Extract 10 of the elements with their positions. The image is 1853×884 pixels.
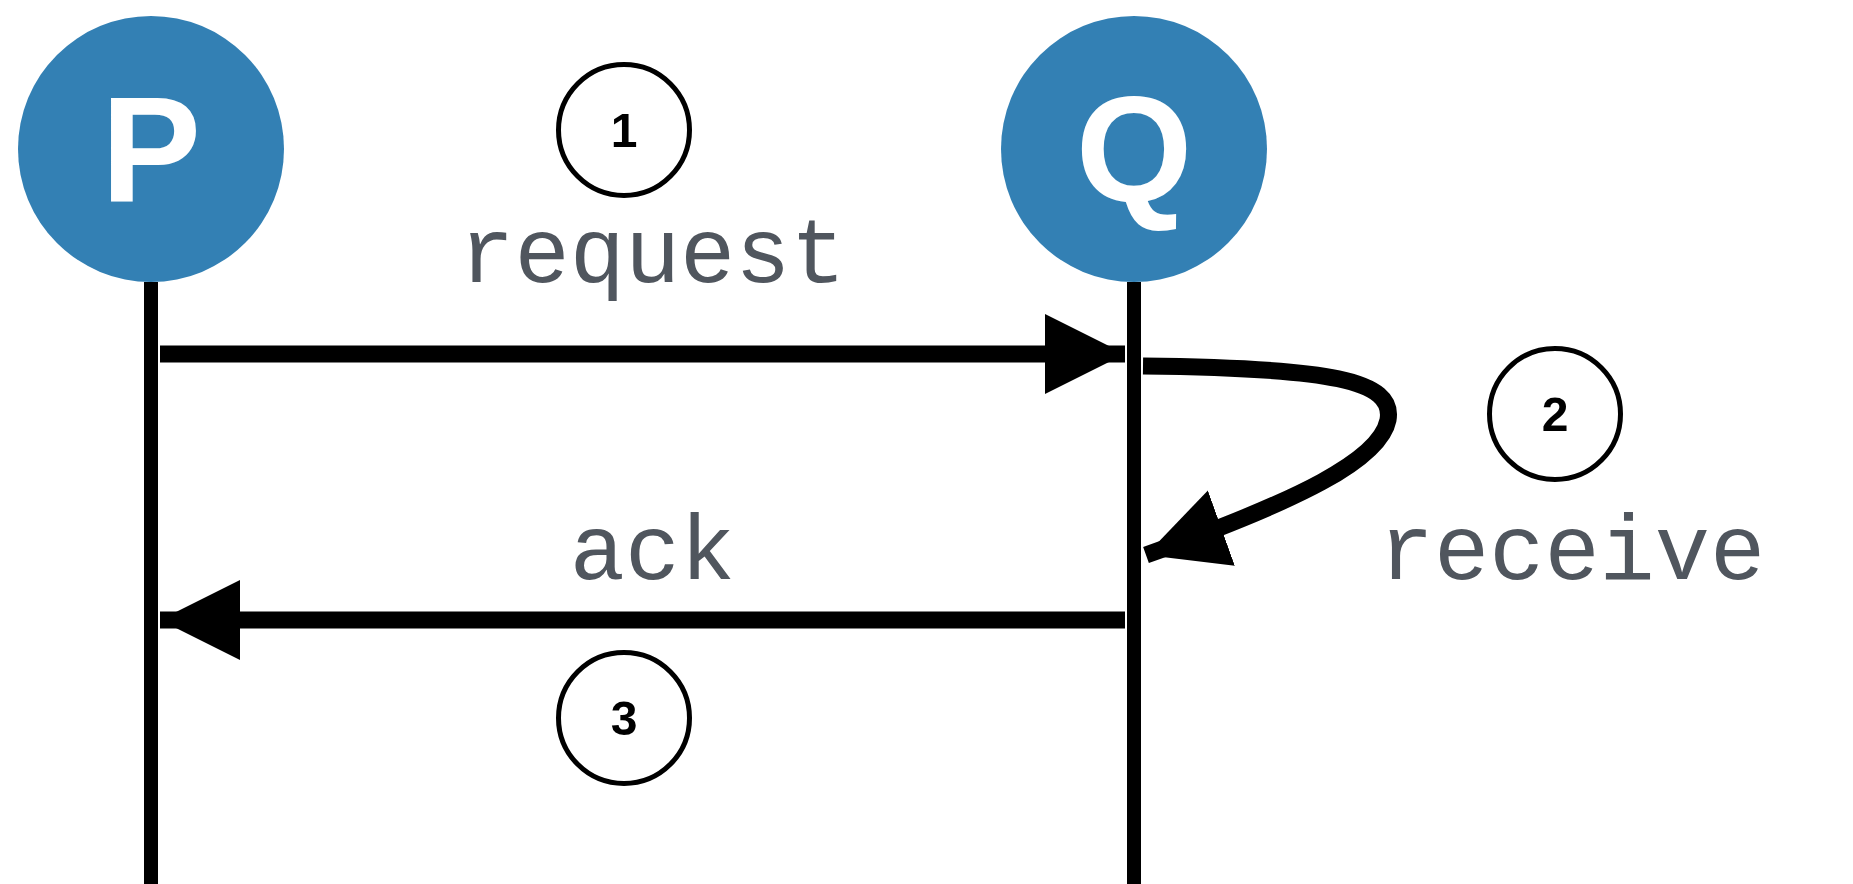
step-number-circle: 2 [1487, 346, 1623, 482]
step-number-circle: 3 [556, 650, 692, 786]
participant-circle: P [18, 16, 284, 282]
lifeline [144, 282, 158, 884]
arrow [1142, 357, 1397, 566]
step-number-circle: 1 [556, 62, 692, 198]
arrow [160, 580, 1125, 660]
participant-circle: Q [1001, 16, 1267, 282]
lifeline [1127, 282, 1141, 884]
arrow [160, 314, 1125, 394]
